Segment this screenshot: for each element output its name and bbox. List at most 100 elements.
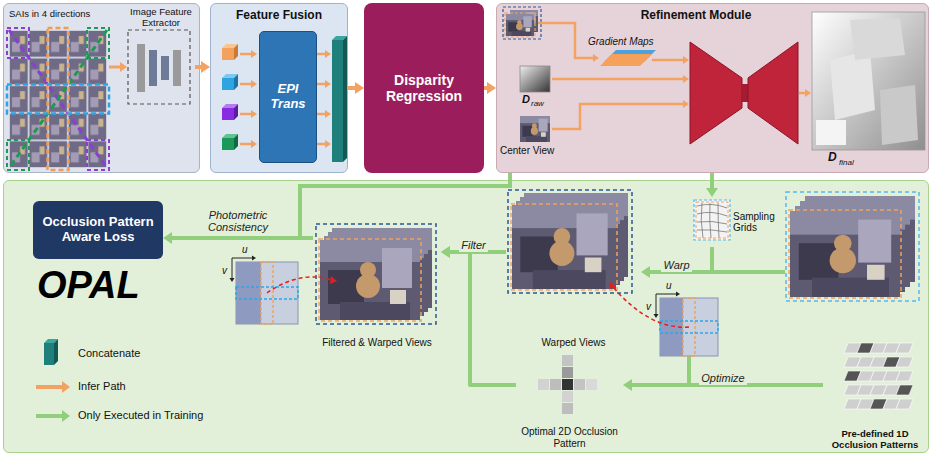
- flow-arrow: [641, 247, 712, 278]
- extractor-icon: [128, 30, 190, 104]
- uv-grid-right-part: [612, 286, 689, 327]
- fusion-arrows-part: [251, 140, 257, 148]
- feature-extractor-text-holder: Image Feature Extractor: [127, 7, 195, 29]
- flow-line: [650, 247, 712, 272]
- legend-samples-part: [36, 385, 62, 389]
- optimal-pattern-icon-part: [562, 355, 573, 366]
- fusion-arrows-part: [325, 140, 331, 148]
- edge-label: Filter: [459, 239, 487, 252]
- refine-inputs-part: [505, 13, 535, 37]
- optimal-pattern-icon-part: [574, 379, 585, 390]
- arrow-head: [706, 188, 718, 197]
- edge-label: Warp: [661, 259, 691, 272]
- annotation-label-holder: D: [828, 151, 839, 165]
- sai-grid-part: [48, 28, 69, 170]
- concat-bar-part: [332, 40, 343, 162]
- flow-arrow: [484, 82, 496, 94]
- fusion-arrows-part: [317, 83, 325, 86]
- optimal-pattern-icon-part: [538, 379, 549, 390]
- feature-cubes-part: [234, 74, 238, 90]
- pattern-bank-box-text-holder: Pre-defined 1D Occlusion Patterns: [823, 429, 927, 451]
- sai-grid-part: [9, 30, 107, 168]
- input-panel-text: SAIs in 4 directions: [9, 9, 124, 20]
- annotation-label-holder: raw: [531, 99, 555, 108]
- arrow-head: [441, 246, 450, 258]
- fusion-arrows-part: [325, 110, 331, 118]
- flow-line: [484, 86, 487, 90]
- refinement-panel-text-holder: Refinement Module: [616, 9, 776, 23]
- legend-samples: [36, 339, 70, 422]
- view-stack-text-holder: Filtered & Warped Views: [313, 337, 441, 349]
- filtered-stack: [316, 224, 436, 324]
- uv-grid-right-part: [656, 294, 676, 295]
- arrow-head: [441, 246, 450, 258]
- pattern-box-text: Optimal 2D Occlusion Pattern: [516, 426, 623, 449]
- flow-line: [348, 86, 355, 90]
- grid-icon-box-text-holder: Sampling Grids: [733, 197, 791, 247]
- legend-text-holder: Concatenate: [78, 347, 218, 360]
- uv-grid-right-part: [656, 294, 657, 314]
- uv-grid-left-part: [330, 276, 337, 284]
- refine-network-part: [748, 42, 798, 144]
- sai-grid-part: [87, 140, 109, 170]
- loss-box-text-holder: Occlusion Pattern Aware Loss: [37, 201, 159, 259]
- legend-text-holder: Only Executed in Training: [78, 409, 218, 422]
- flow-line: [450, 252, 516, 385]
- training-lines-part: [712, 270, 785, 274]
- flow-line: [172, 236, 313, 240]
- legend-text: Infer Path: [78, 380, 218, 393]
- refine-inputs-part: [520, 116, 550, 142]
- fusion-arrows-part: [325, 80, 331, 88]
- infer-arrow: [109, 62, 127, 72]
- legend-samples-part: [36, 414, 62, 418]
- fusion-arrows-part: [317, 143, 325, 146]
- annotation-label: raw: [531, 99, 555, 108]
- regression-box: Disparity Regression: [364, 3, 484, 173]
- arrow-head: [163, 232, 172, 244]
- legend-text: Only Executed in Training: [78, 409, 218, 422]
- view-stack-text: Filtered & Warped Views: [313, 337, 441, 349]
- sai-grid-part: [7, 140, 29, 170]
- depth-map-part: [880, 85, 918, 145]
- annotation-label: final: [839, 158, 869, 167]
- pattern-bank-icon-part: [896, 357, 913, 367]
- annotation-label-holder: u: [242, 244, 252, 256]
- uv-grid-left-part: [236, 262, 261, 324]
- sai-grid: [7, 28, 109, 170]
- annotation-label-holder: Gradient Maps: [588, 36, 668, 48]
- grid-icon-box-text: Sampling Grids: [733, 211, 791, 234]
- sampling-grid-icon: [694, 200, 730, 240]
- concat-bar: [332, 36, 347, 162]
- pattern-box-text-holder: Optimal 2D Occlusion Pattern: [516, 426, 623, 449]
- flow-arrow: [195, 61, 210, 73]
- source-stack-part: [786, 192, 919, 301]
- optimal-pattern-icon-part: [586, 379, 597, 390]
- legend-samples-part: [54, 339, 58, 365]
- input-panel-text-holder: SAIs in 4 directions: [9, 9, 124, 20]
- sampling-grid-icon-part: [697, 203, 727, 238]
- feature-cubes-part: [222, 78, 234, 90]
- uv-grid-left: [230, 256, 338, 325]
- feature-cubes-part: [222, 138, 234, 150]
- annotation-label-holder: final: [839, 158, 869, 167]
- refine-arrows-part: [683, 100, 689, 108]
- source-stack-part: [790, 211, 900, 297]
- depth-map-part: [812, 12, 925, 150]
- sampling-grid-icon-part: [694, 200, 730, 240]
- feature-cubes: [222, 44, 238, 150]
- extractor-icon-part: [149, 50, 157, 86]
- legend-samples-part: [62, 381, 70, 393]
- annotation-label: v: [646, 301, 656, 313]
- feature-extractor-text: Image Feature Extractor: [127, 7, 195, 29]
- refine-inputs-part: [503, 7, 541, 39]
- edge-label: Photometric Consistency: [190, 209, 286, 234]
- uv-grid-left-part: [230, 278, 235, 282]
- depth-map: [812, 12, 925, 150]
- fusion-arrows-part: [251, 80, 257, 88]
- edge-label-holder: Optimize: [683, 368, 763, 386]
- refine-arrows-part: [652, 59, 683, 62]
- annotation-label-holder: v: [646, 301, 656, 313]
- uv-grid-right-part: [654, 314, 659, 318]
- uv-grid-left-part: [267, 277, 332, 293]
- training-lines-part: [687, 356, 691, 385]
